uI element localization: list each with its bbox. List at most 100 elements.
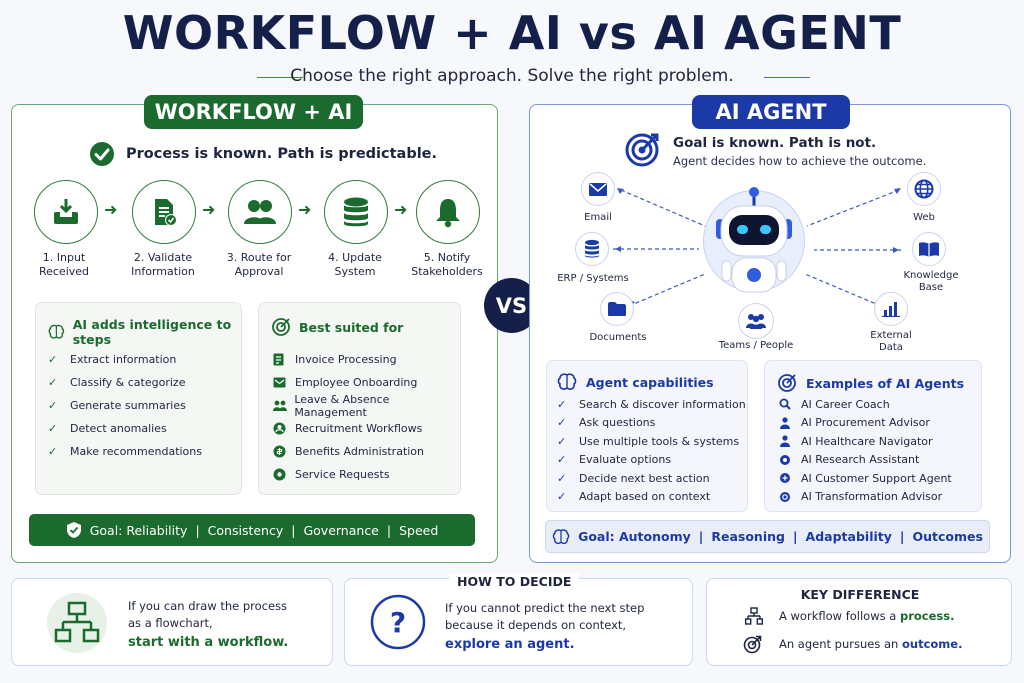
ai-intelligence-box: AI adds intelligence to steps ✓Extract i… bbox=[35, 302, 242, 495]
agent-capabilities-list: ✓Search & discover information ✓Ask ques… bbox=[557, 395, 746, 506]
agent-examples-list: AI Career Coach AI Procurement Advisor A… bbox=[779, 395, 952, 506]
list-item: Invoice Processing bbox=[273, 348, 460, 371]
list-item: AI Customer Support Agent bbox=[779, 469, 952, 488]
agent-examples-title: Examples of AI Agents bbox=[806, 375, 965, 391]
key-difference-card: KEY DIFFERENCE A workflow follows a proc… bbox=[706, 578, 1012, 666]
agent-examples-box: Examples of AI Agents AI Career Coach AI… bbox=[764, 360, 982, 512]
step-route-circle bbox=[228, 180, 292, 244]
agent-goal-bar: Goal: Autonomy | Reasoning | Adaptabilit… bbox=[545, 520, 990, 553]
list-item: AI Research Assistant bbox=[779, 451, 952, 470]
key-difference-workflow: A workflow follows a process. bbox=[779, 609, 955, 623]
best-suited-box: Best suited for Invoice Processing Emplo… bbox=[258, 302, 461, 495]
transformation-icon bbox=[779, 491, 801, 503]
research-icon bbox=[779, 454, 801, 466]
teams-node bbox=[738, 303, 774, 339]
team-icon bbox=[273, 400, 294, 411]
recruitment-icon bbox=[273, 422, 295, 435]
separator: | bbox=[195, 522, 200, 538]
service-icon bbox=[273, 468, 295, 481]
check-icon: ✓ bbox=[48, 376, 58, 389]
person-icon bbox=[779, 435, 801, 448]
list-item: Service Requests bbox=[273, 463, 460, 486]
list-item: AI Career Coach bbox=[779, 395, 952, 414]
bar-chart-icon bbox=[882, 302, 900, 317]
step-validate-circle bbox=[132, 180, 196, 244]
step-arrow-2: ➜ bbox=[202, 200, 216, 219]
key-difference-title: KEY DIFFERENCE bbox=[800, 587, 920, 602]
how-to-decide-title: HOW TO DECIDE bbox=[449, 574, 580, 589]
svg-text:?: ? bbox=[390, 606, 406, 639]
invoice-icon bbox=[273, 353, 295, 366]
agent-subline-text: Agent decides how to achieve the outcome… bbox=[673, 154, 927, 168]
step-input-circle bbox=[34, 180, 98, 244]
workflow-goal-part: Consistency bbox=[207, 522, 284, 538]
list-item: Employee Onboarding bbox=[273, 371, 460, 394]
email-label: Email bbox=[584, 212, 612, 223]
shield-check-icon bbox=[66, 522, 81, 538]
list-item: ✓Search & discover information bbox=[557, 397, 746, 411]
list-item: Recruitment Workflows bbox=[273, 417, 460, 440]
database-icon bbox=[585, 239, 599, 258]
step-arrow-4: ➜ bbox=[394, 200, 408, 219]
list-item: Benefits Administration bbox=[273, 440, 460, 463]
list-item: ✓Classify & categorize bbox=[48, 376, 186, 389]
list-item: ✓Use multiple tools & systems bbox=[557, 434, 740, 448]
brain-icon bbox=[552, 528, 570, 544]
check-icon: ✓ bbox=[48, 353, 58, 366]
database-icon bbox=[344, 197, 368, 227]
step-notify-circle bbox=[416, 180, 480, 244]
agent-goal-part: Outcomes bbox=[912, 529, 983, 544]
email-node bbox=[581, 172, 615, 206]
list-item: ✓Generate summaries bbox=[48, 399, 186, 412]
erp-label: ERP / Systems bbox=[557, 273, 629, 284]
list-item: AI Procurement Advisor bbox=[779, 414, 952, 433]
check-icon: ✓ bbox=[557, 490, 567, 504]
external-data-node bbox=[874, 292, 908, 326]
separator: | bbox=[698, 529, 704, 544]
check-icon: ✓ bbox=[48, 422, 58, 435]
ai-intelligence-header: AI adds intelligence to steps bbox=[48, 317, 241, 347]
question-icon: ? bbox=[370, 594, 426, 650]
flowchart-card: If you can draw the process as a flowcha… bbox=[11, 578, 333, 666]
target-icon bbox=[778, 374, 796, 392]
knowledge-node bbox=[912, 232, 946, 266]
agent-headline-text: Goal is known. Path is not. bbox=[673, 135, 877, 151]
check-icon: ✓ bbox=[557, 453, 567, 467]
brain-icon bbox=[557, 373, 577, 390]
check-icon: ✓ bbox=[48, 399, 58, 412]
person-icon bbox=[779, 417, 801, 429]
ai-intelligence-list: ✓Extract information ✓Classify & categor… bbox=[48, 348, 202, 463]
agent-goal-part: Adaptability bbox=[805, 529, 892, 544]
workflow-goal-prefix: Goal: Reliability bbox=[89, 522, 188, 538]
list-item: ✓Evaluate options bbox=[557, 453, 672, 467]
bell-icon bbox=[436, 199, 460, 228]
check-icon: ✓ bbox=[48, 445, 58, 458]
target-icon bbox=[272, 318, 290, 336]
page-subtitle: Choose the right approach. Solve the rig… bbox=[290, 66, 734, 86]
separator: | bbox=[899, 529, 905, 544]
list-item: ✓Decide next best action bbox=[557, 471, 710, 485]
separator: | bbox=[291, 522, 296, 538]
separator: | bbox=[792, 529, 798, 544]
best-suited-list: Invoice Processing Employee Onboarding L… bbox=[273, 348, 460, 486]
web-node bbox=[907, 172, 941, 206]
flowchart-icon bbox=[47, 593, 107, 653]
folder-icon bbox=[608, 302, 626, 316]
step-arrow-3: ➜ bbox=[298, 200, 312, 219]
web-label: Web bbox=[913, 212, 935, 223]
step-update-circle bbox=[324, 180, 388, 244]
agent-capabilities-header: Agent capabilities bbox=[557, 373, 714, 391]
list-item: Leave & Absence Management bbox=[273, 393, 460, 419]
benefits-icon bbox=[273, 445, 295, 458]
check-icon: ✓ bbox=[557, 397, 567, 411]
ai-intelligence-title: AI adds intelligence to steps bbox=[72, 317, 232, 347]
step-arrow-1: ➜ bbox=[104, 200, 118, 219]
erp-node bbox=[575, 232, 609, 266]
documents-label: Documents bbox=[589, 332, 647, 343]
separator: | bbox=[386, 522, 392, 538]
agent-examples-header: Examples of AI Agents bbox=[777, 373, 964, 393]
workflow-goal-part: Speed bbox=[399, 522, 439, 538]
